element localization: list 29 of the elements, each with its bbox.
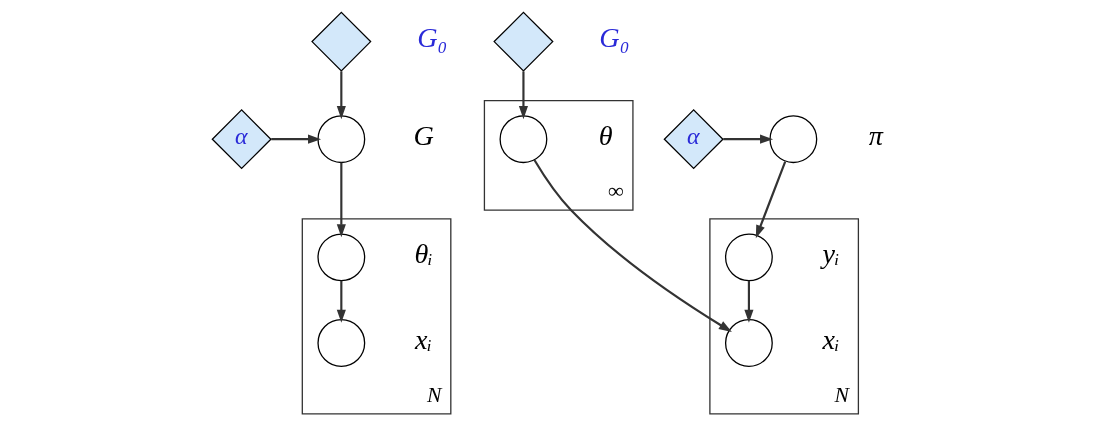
node-label: G	[412, 119, 434, 151]
arrow	[755, 161, 786, 239]
arrow	[533, 159, 732, 332]
node-label: xᵢ	[414, 323, 432, 355]
arrow	[722, 134, 773, 144]
arrow	[270, 134, 321, 144]
node-circle	[316, 319, 365, 367]
arrow	[518, 71, 528, 120]
node-diamond: α	[210, 109, 272, 170]
node-label: G₀	[416, 22, 447, 54]
arrow	[336, 71, 346, 120]
node-label: yᵢ	[822, 238, 840, 270]
node-label: G₀	[598, 22, 629, 54]
node-circle	[724, 319, 773, 367]
node-circle	[316, 233, 365, 282]
node-label: xᵢ	[822, 323, 840, 355]
node-circle	[724, 233, 773, 282]
node-circle	[768, 115, 817, 164]
node-diamond: α	[662, 109, 724, 170]
node-label: π	[868, 119, 883, 151]
arrow	[336, 162, 346, 238]
node-diamond	[492, 11, 554, 72]
node-circle	[499, 115, 547, 164]
arrow	[743, 280, 753, 323]
node-label: θ	[598, 119, 613, 151]
node-circle	[316, 115, 365, 164]
arrow	[336, 280, 346, 323]
node-diamond	[310, 11, 371, 72]
node-label: θᵢ	[414, 238, 433, 270]
